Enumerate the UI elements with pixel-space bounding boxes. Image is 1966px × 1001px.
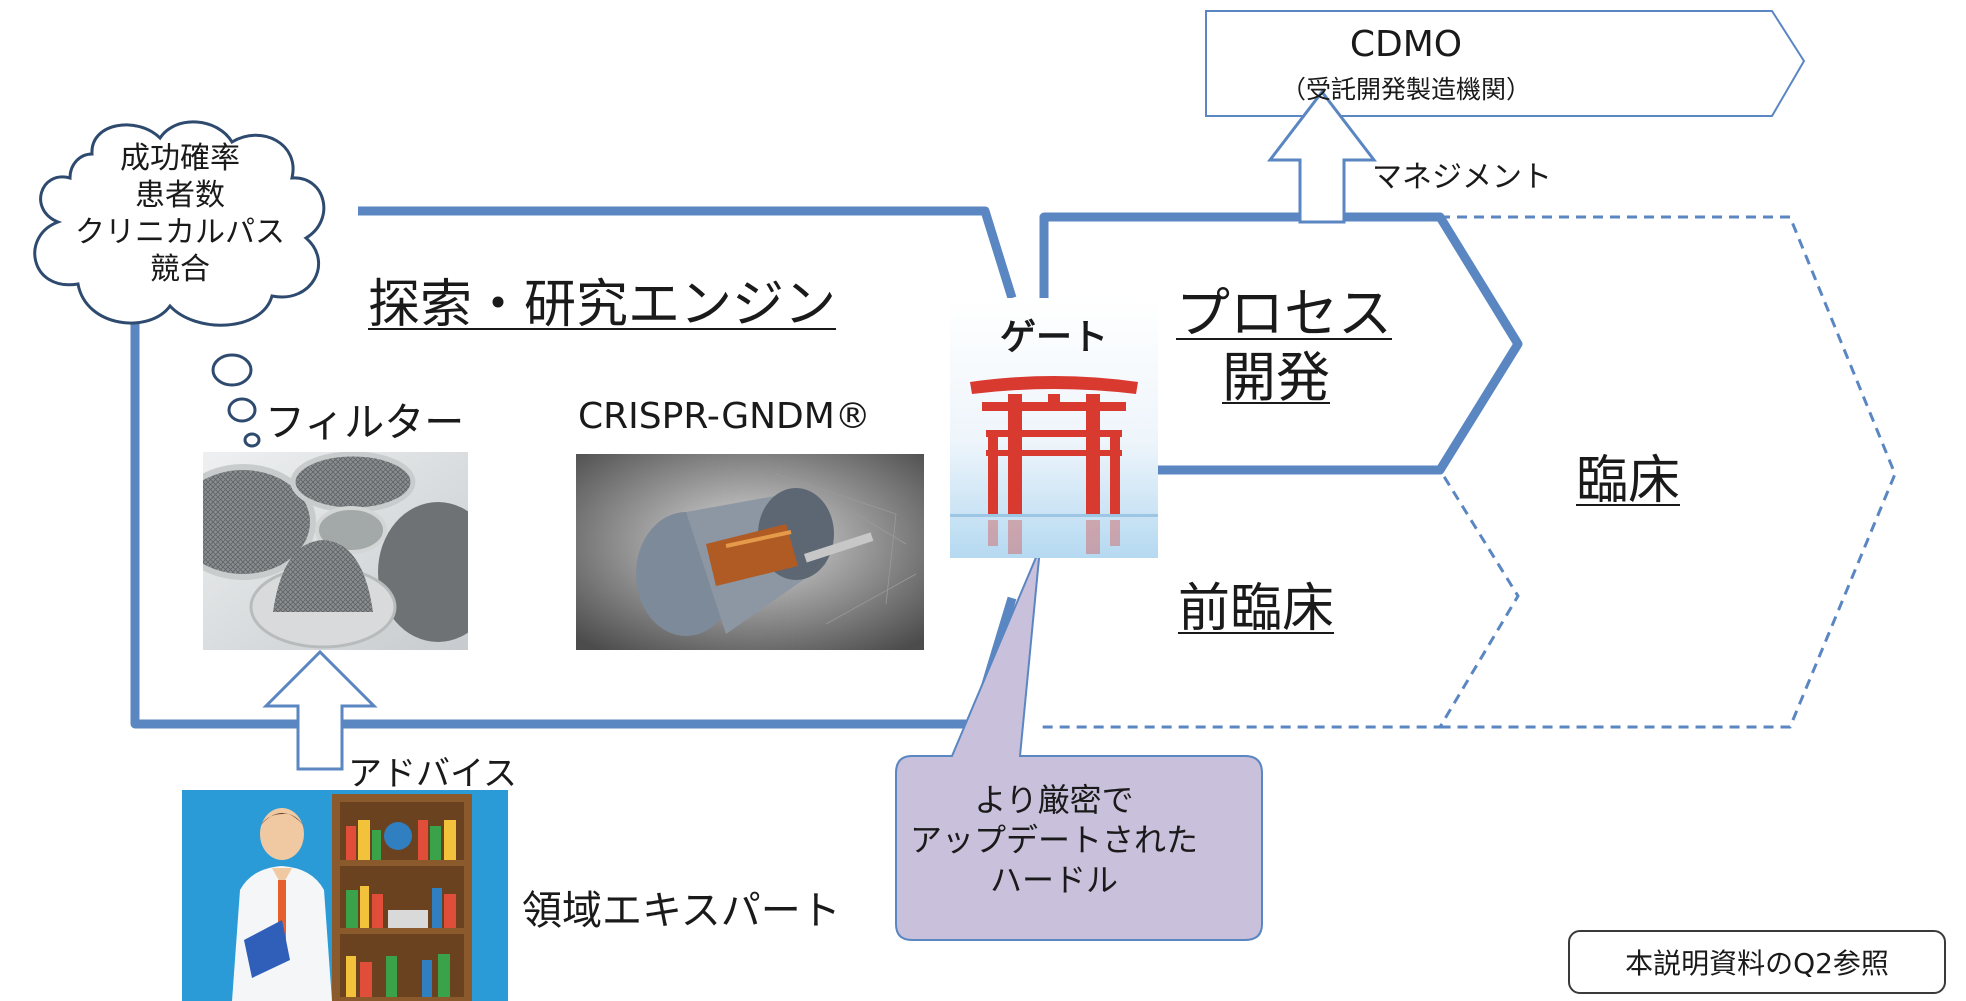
preclinical-chevron [1040, 468, 1520, 729]
preclinical-title: 前臨床 [1178, 579, 1335, 639]
callout-line1: より厳密で [974, 781, 1134, 819]
management-arrow [1266, 89, 1378, 224]
management-label: マネジメント [1372, 160, 1552, 195]
advice-arrow [262, 649, 378, 771]
cloud-line-success-rate: 成功確率 [120, 141, 240, 176]
cdmo-subtitle: （受託開発製造機関） [1280, 75, 1531, 104]
cloud-bubble-small [243, 432, 261, 448]
reference-box: 本説明資料のQ2参照 [1568, 930, 1946, 994]
torii-illustration [950, 298, 1158, 558]
expert-label: 領域エキスパート [522, 888, 841, 934]
filter-label: フィルター [265, 400, 465, 446]
callout-box [895, 547, 1263, 941]
motor-illustration [576, 454, 924, 650]
gate-label: ゲート [999, 317, 1108, 358]
clinical-title: 臨床 [1576, 451, 1681, 511]
engine-title: 探索・研究エンジン [368, 275, 837, 335]
process-title-line1: プロセス [1176, 282, 1392, 345]
cloud-line-patients: 患者数 [135, 178, 225, 213]
filter-photo [203, 452, 468, 650]
advice-label: アドバイス [348, 754, 517, 794]
cdmo-box [1205, 10, 1806, 117]
cloud-bubble-large [211, 353, 253, 387]
callout-line3: ハードル [989, 861, 1118, 899]
process-title-line2: 開発 [1222, 346, 1330, 409]
cdmo-name: CDMO [1349, 24, 1463, 65]
process-title: プロセス 開発 [1176, 282, 1392, 410]
crispr-label: CRISPR-GNDM® [578, 396, 871, 437]
filter-illustration [203, 452, 468, 650]
cloud-text: 成功確率 患者数 クリニカルパス 競合 [30, 140, 330, 288]
gate-photo [950, 298, 1158, 558]
callout-text: より厳密で アップデートされた ハードル [894, 780, 1214, 900]
expert-illustration [182, 790, 508, 1001]
cloud-line-competition: 競合 [150, 252, 210, 287]
thought-cloud [33, 120, 326, 448]
reference-label: 本説明資料のQ2参照 [1625, 947, 1889, 980]
motor-photo [576, 454, 924, 650]
cloud-line-clinical-path: クリニカルパス [75, 215, 285, 250]
cloud-bubble-medium [227, 397, 257, 423]
callout-line2: アップデートされた [909, 821, 1198, 859]
expert-photo [182, 790, 508, 1001]
process-chevron [1039, 212, 1523, 475]
